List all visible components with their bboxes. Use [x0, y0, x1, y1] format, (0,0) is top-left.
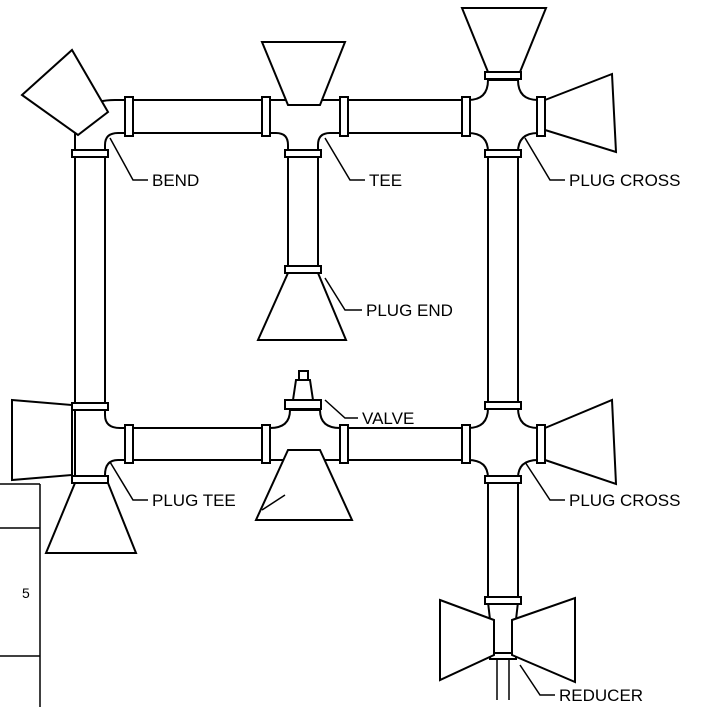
pipe-lower-vertical	[487, 479, 519, 603]
label-plug-tee: PLUG TEE	[152, 491, 236, 510]
label-bend: BEND	[152, 171, 199, 190]
label-plug-cross-bottom: PLUG CROSS	[569, 491, 680, 510]
plug-tee-fitting	[74, 409, 129, 481]
label-tee: TEE	[369, 171, 402, 190]
pipe-top-left	[129, 99, 268, 134]
label-valve: VALVE	[362, 409, 414, 428]
leader-lines	[109, 137, 565, 696]
label-reducer: REDUCER	[559, 686, 643, 705]
thrust-blocks	[11, 7, 618, 684]
table-fragment: 5	[0, 483, 41, 707]
plug-cross-bottom-fitting	[467, 407, 539, 479]
pipe-right-vertical	[487, 154, 519, 406]
table-cell-value: 5	[22, 585, 30, 601]
label-plug-end: PLUG END	[366, 301, 453, 320]
pipe-left-vertical	[74, 149, 106, 411]
pipe-bottom-right	[342, 427, 466, 461]
label-plug-cross-top: PLUG CROSS	[569, 171, 680, 190]
pipe-bottom-left	[129, 427, 268, 461]
pipe-plug-end	[287, 154, 319, 271]
pipe-top-right	[342, 99, 466, 134]
flanges	[71, 71, 546, 660]
